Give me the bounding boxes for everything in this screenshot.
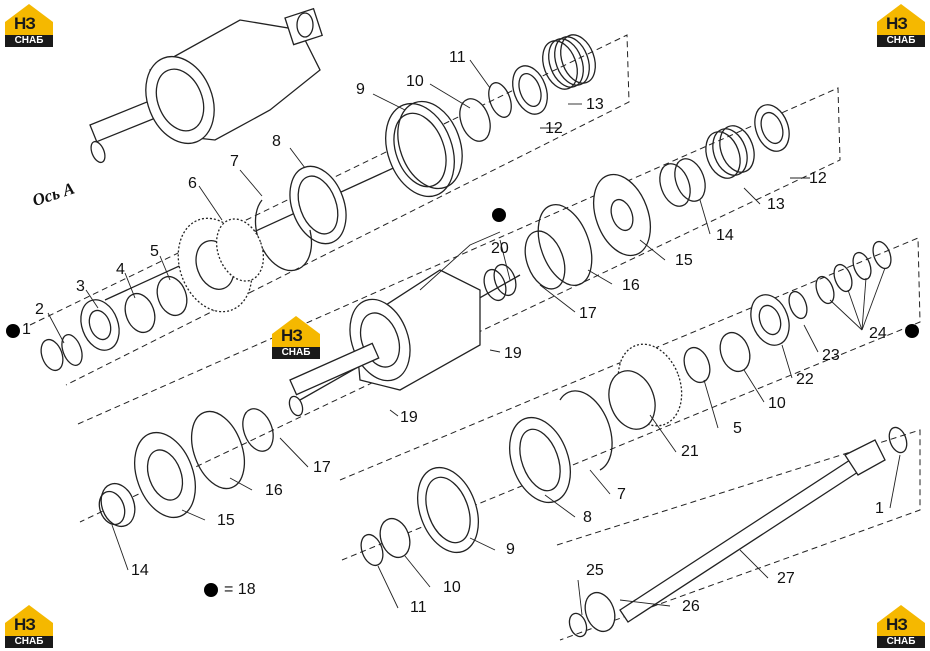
callout-12: 12 — [545, 120, 563, 137]
brand-logo: НЗ СНАБ — [874, 2, 928, 48]
ring-16 — [537, 204, 593, 286]
snap-ring-1c — [888, 426, 908, 454]
callout-11: 11 — [449, 49, 466, 66]
spring-13 — [542, 34, 596, 90]
callout-20: 20 — [491, 240, 509, 257]
plate-8 — [289, 165, 347, 245]
bearing-5 — [156, 275, 188, 317]
bearing-5b — [683, 346, 711, 384]
callout-25: 25 — [586, 562, 604, 579]
brand-logo: НЗ СНАБ — [269, 314, 323, 360]
plate-8b — [509, 416, 571, 504]
callout-3: 3 — [76, 278, 85, 295]
snap-ring-11 — [488, 82, 512, 118]
callout-2: 2 — [35, 301, 44, 318]
washer-10b — [379, 517, 411, 559]
callout-5: 5 — [150, 243, 159, 260]
clutch-drum-20 — [288, 263, 517, 417]
snap-ring-23 — [788, 290, 808, 320]
callout-13: 13 — [586, 96, 604, 113]
ring-17b — [242, 408, 274, 452]
marker-dot — [492, 208, 506, 222]
brand-logo: НЗ СНАБ — [874, 603, 928, 649]
callout-1: 1 — [875, 500, 884, 517]
gear-21 — [608, 343, 683, 430]
ring-17 — [524, 230, 566, 290]
bearing-22 — [750, 294, 790, 346]
ring-7b — [559, 390, 613, 471]
callout-9: 9 — [356, 81, 365, 98]
callout-24: 24 — [869, 325, 887, 342]
callout-4: 4 — [116, 261, 125, 278]
input-shaft — [89, 7, 324, 164]
callout-10: 10 — [768, 395, 786, 412]
callout-17: 17 — [313, 459, 331, 476]
brand-logo: НЗ СНАБ — [2, 603, 56, 649]
callout-26: 26 — [682, 598, 700, 615]
callout-8: 8 — [583, 509, 592, 526]
shaft-27 — [619, 426, 908, 623]
callout-8: 8 — [272, 133, 281, 150]
callout-27: 27 — [777, 570, 795, 587]
piston-15 — [593, 173, 651, 257]
callout-16: 16 — [622, 277, 640, 294]
bearing-26 — [584, 591, 616, 633]
brand-logo: НЗ СНАБ — [2, 2, 56, 48]
ring-7 — [254, 199, 313, 272]
callout-6: 6 — [188, 175, 197, 192]
callout-23: 23 — [822, 347, 840, 364]
callout-19: 19 — [504, 345, 522, 362]
snap-ring-1 — [40, 338, 64, 372]
marker-dot — [6, 324, 20, 338]
callout-9: 9 — [506, 541, 515, 558]
ring-4 — [124, 292, 156, 334]
ring-10b — [719, 331, 751, 373]
callout-5: 5 — [733, 420, 742, 437]
callout-10: 10 — [406, 73, 424, 90]
callout-21: 21 — [681, 443, 699, 460]
spring-13b — [705, 125, 755, 179]
callout-14: 14 — [131, 562, 149, 579]
callout-15: 15 — [675, 252, 693, 269]
callout-17: 17 — [579, 305, 597, 322]
leader-lines — [47, 59, 901, 616]
washer-10 — [459, 98, 491, 142]
callout-12: 12 — [809, 170, 827, 187]
seals-24 — [815, 240, 892, 305]
seal-2 — [61, 334, 83, 366]
callout-22: 22 — [796, 371, 814, 388]
bearing-3 — [80, 299, 120, 351]
callout-15: 15 — [217, 512, 235, 529]
callout-14: 14 — [716, 227, 734, 244]
legend-label: = 18 — [224, 581, 256, 598]
gear-6 — [177, 217, 265, 313]
marker-dot — [905, 324, 919, 338]
snap-ring-11b — [360, 533, 384, 567]
ring-16b — [190, 410, 246, 490]
callout-7: 7 — [230, 153, 239, 170]
ring-25 — [568, 612, 588, 638]
clutch-pack-9 — [385, 100, 463, 198]
callout-16: 16 — [265, 482, 283, 499]
callout-19: 19 — [400, 409, 418, 426]
sleeve-14b — [98, 482, 136, 528]
disc-12 — [512, 65, 548, 115]
callout-7: 7 — [617, 486, 626, 503]
callout-10: 10 — [443, 579, 461, 596]
callout-13: 13 — [767, 196, 785, 213]
callout-11: 11 — [410, 599, 427, 616]
disc-12b — [754, 104, 790, 152]
callout-1: 1 — [22, 321, 31, 338]
piston-15b — [134, 431, 196, 519]
sleeve-14 — [659, 158, 706, 207]
legend: = 18 — [204, 581, 256, 599]
legend-dot-icon — [204, 583, 218, 597]
clutch-pack-9b — [417, 466, 479, 554]
